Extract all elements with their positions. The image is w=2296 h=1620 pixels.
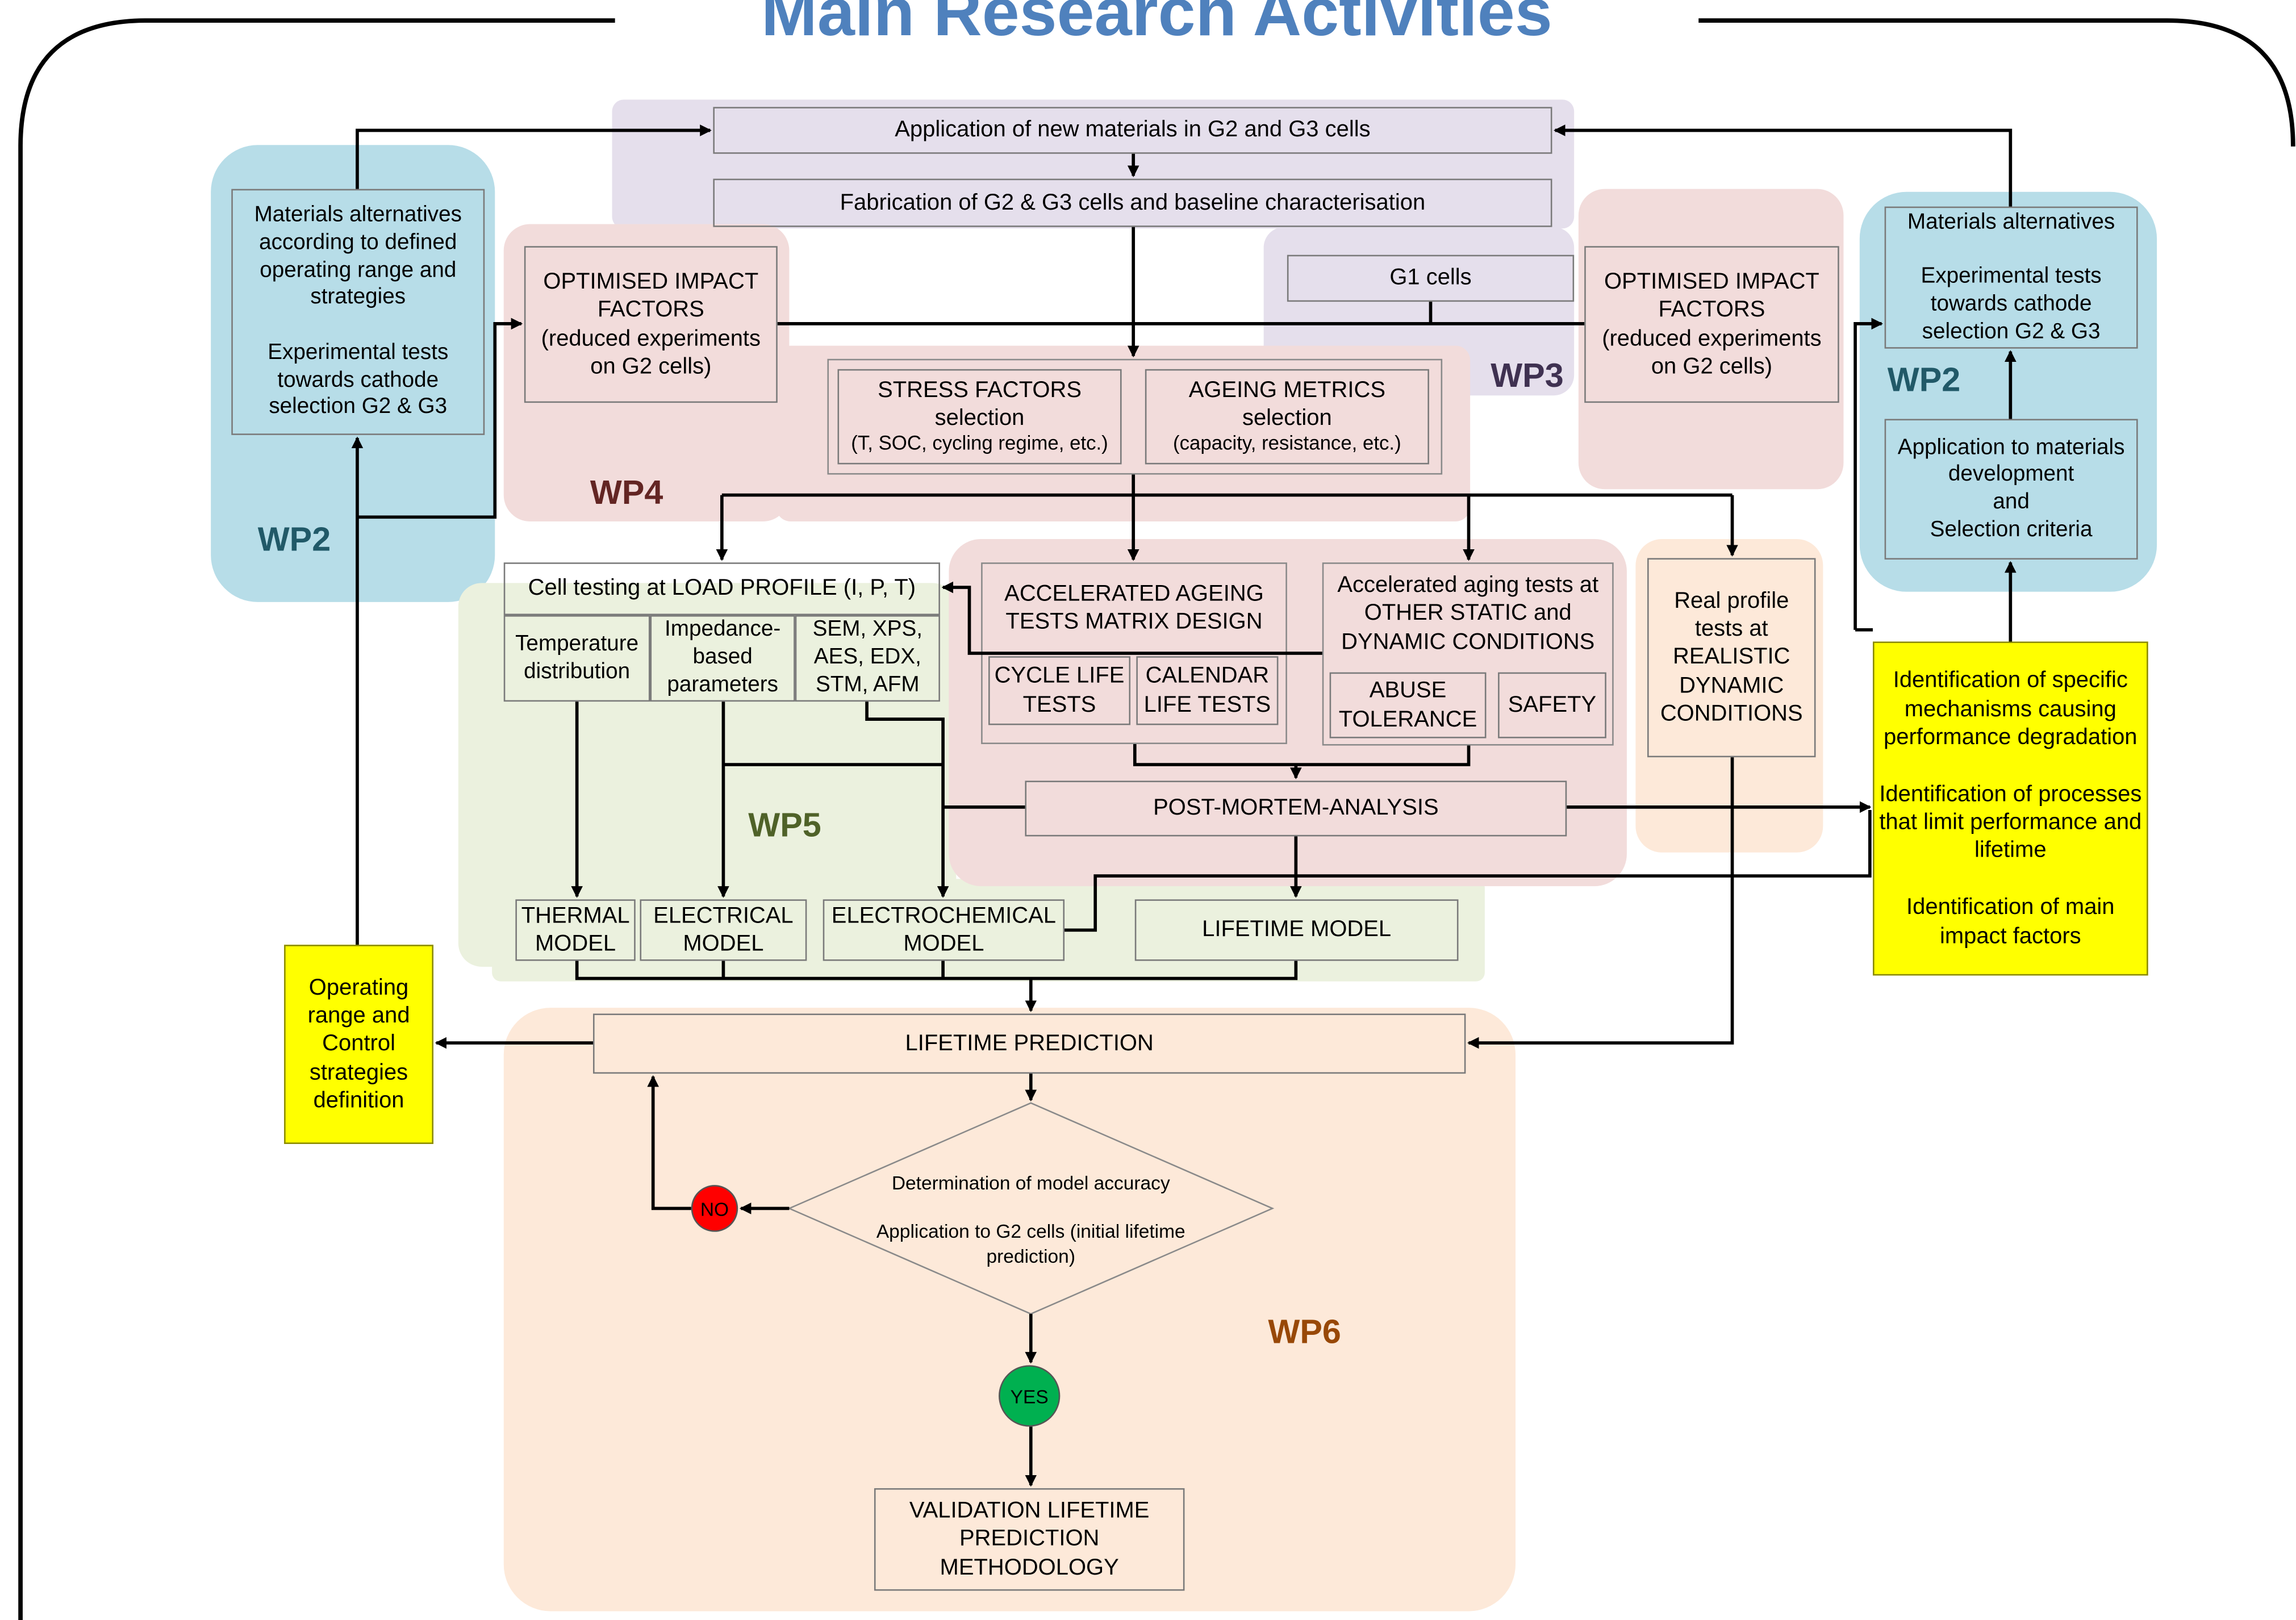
lifetime-model-box: LIFETIME MODEL (1134, 899, 1459, 961)
cell-testing-box: Cell testing at LOAD PROFILE (I, P, T) (503, 562, 940, 616)
decision-line-1: Determination of model accuracy (891, 1171, 1170, 1194)
wp5-label: WP5 (748, 805, 821, 844)
ageing-metrics-title: AGEING METRICS selection (1188, 377, 1386, 431)
yes-circle: YES (999, 1365, 1061, 1427)
fabrication-box: Fabrication of G2 & G3 cells and baselin… (713, 178, 1552, 227)
materials-alternatives-left-box: Materials alternatives according to defi… (231, 189, 485, 435)
region-wp4-left (503, 224, 790, 522)
electrical-model-box: ELECTRICAL MODEL (640, 899, 807, 961)
validation-box: VALIDATION LIFETIME PREDICTION METHODOLO… (874, 1488, 1185, 1591)
wp2-label-left: WP2 (257, 520, 331, 558)
optimised-impact-factors-right-box: OPTIMISED IMPACT FACTORS (reduced experi… (1584, 246, 1839, 403)
region-wp3-top (612, 99, 1575, 229)
post-mortem-box: POST-MORTEM-ANALYSIS (1025, 780, 1567, 837)
decision-line-2: Application to G2 cells (initial lifetim… (876, 1220, 1185, 1267)
real-profile-box: Real profile tests at REALISTIC DYNAMIC … (1647, 558, 1816, 758)
calendar-life-tests-box: CALENDAR LIFE TESTS (1136, 656, 1279, 725)
impedance-parameters-box: Impedance-based parameters (650, 615, 795, 702)
ageing-metrics-box: AGEING METRICS selection (capacity, resi… (1145, 369, 1429, 465)
wp3-label: WP3 (1491, 356, 1564, 394)
g1-cells-box: G1 cells (1287, 254, 1575, 302)
stress-factors-box: STRESS FACTORS selection (T, SOC, cyclin… (837, 369, 1122, 465)
safety-box: SAFETY (1498, 672, 1606, 738)
wp2-label-right: WP2 (1887, 360, 1961, 399)
no-circle: NO (691, 1185, 738, 1232)
identification-box: Identification of specific mechanisms ca… (1873, 641, 2148, 976)
accelerated-ageing-matrix-box: ACCELERATED AGEING TESTS MATRIX DESIGN (1004, 581, 1264, 634)
operating-range-box: Operating range and Control strategies d… (284, 945, 434, 1144)
sem-xps-box: SEM, XPS, AES, EDX, STM, AFM (795, 615, 940, 702)
wp6-label: WP6 (1268, 1312, 1341, 1351)
application-new-materials-box: Application of new materials in G2 and G… (713, 107, 1552, 154)
ageing-metrics-sub: (capacity, resistance, etc.) (1173, 432, 1401, 455)
region-wp4-center (776, 345, 1471, 522)
optimised-impact-factors-left-box: OPTIMISED IMPACT FACTORS (reduced experi… (524, 246, 778, 403)
application-materials-development-box: Application to materials development and… (1884, 419, 2138, 560)
region-wp4-right (1578, 189, 1844, 490)
stress-factors-title: STRESS FACTORS selection (878, 377, 1082, 431)
page-title: Main Research Activities (615, 0, 1699, 56)
lifetime-prediction-box: LIFETIME PREDICTION (593, 1013, 1466, 1074)
temperature-distribution-box: Temperature distribution (503, 615, 650, 702)
materials-alternatives-right-box: Materials alternatives Experimental test… (1884, 206, 2138, 349)
cycle-life-tests-box: CYCLE LIFE TESTS (988, 656, 1131, 725)
accelerated-other-box: Accelerated aging tests at OTHER STATIC … (1337, 573, 1599, 654)
stress-factors-sub: (T, SOC, cycling regime, etc.) (851, 432, 1108, 455)
stress-ageing-frame (827, 358, 1443, 475)
electrochemical-model-box: ELECTROCHEMICAL MODEL (823, 899, 1065, 961)
region-wp2-right (1859, 191, 2157, 592)
wp4-label: WP4 (590, 473, 663, 511)
abuse-tolerance-box: ABUSE TOLERANCE (1329, 672, 1487, 738)
thermal-model-box: THERMAL MODEL (515, 899, 636, 961)
